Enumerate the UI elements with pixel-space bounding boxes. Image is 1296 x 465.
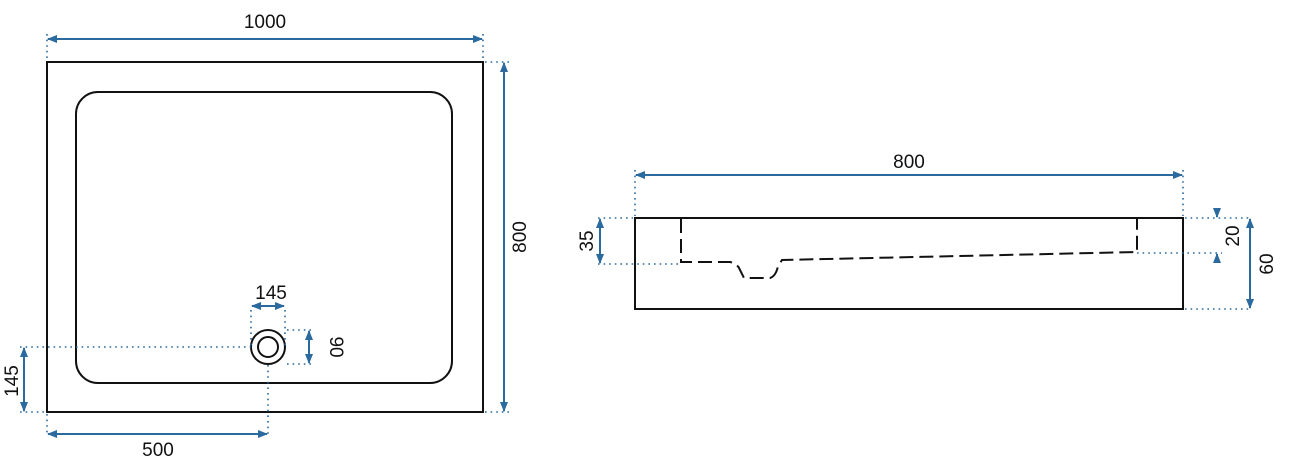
rim-label: 20 (1223, 225, 1244, 246)
drain-diameter-label: 145 (255, 283, 287, 304)
drain-center-label: 500 (142, 440, 174, 461)
inner-depth-label: 35 (577, 230, 598, 251)
drain-edge-label: 145 (2, 365, 23, 397)
depth-label: 800 (510, 221, 531, 253)
tray-basin-outline (75, 91, 453, 384)
total-height-label: 60 (1257, 253, 1278, 274)
side-view: 800 35 20 60 (577, 152, 1278, 310)
hidden-basin-line (680, 219, 1138, 279)
tray-side-outline (634, 217, 1184, 310)
width-label: 1000 (244, 12, 286, 33)
top-view: 1000 800 145 90 145 500 (2, 12, 531, 461)
drain-symbol (250, 329, 286, 365)
drain-offset-label: 90 (325, 336, 346, 357)
length-label: 800 (893, 152, 925, 173)
